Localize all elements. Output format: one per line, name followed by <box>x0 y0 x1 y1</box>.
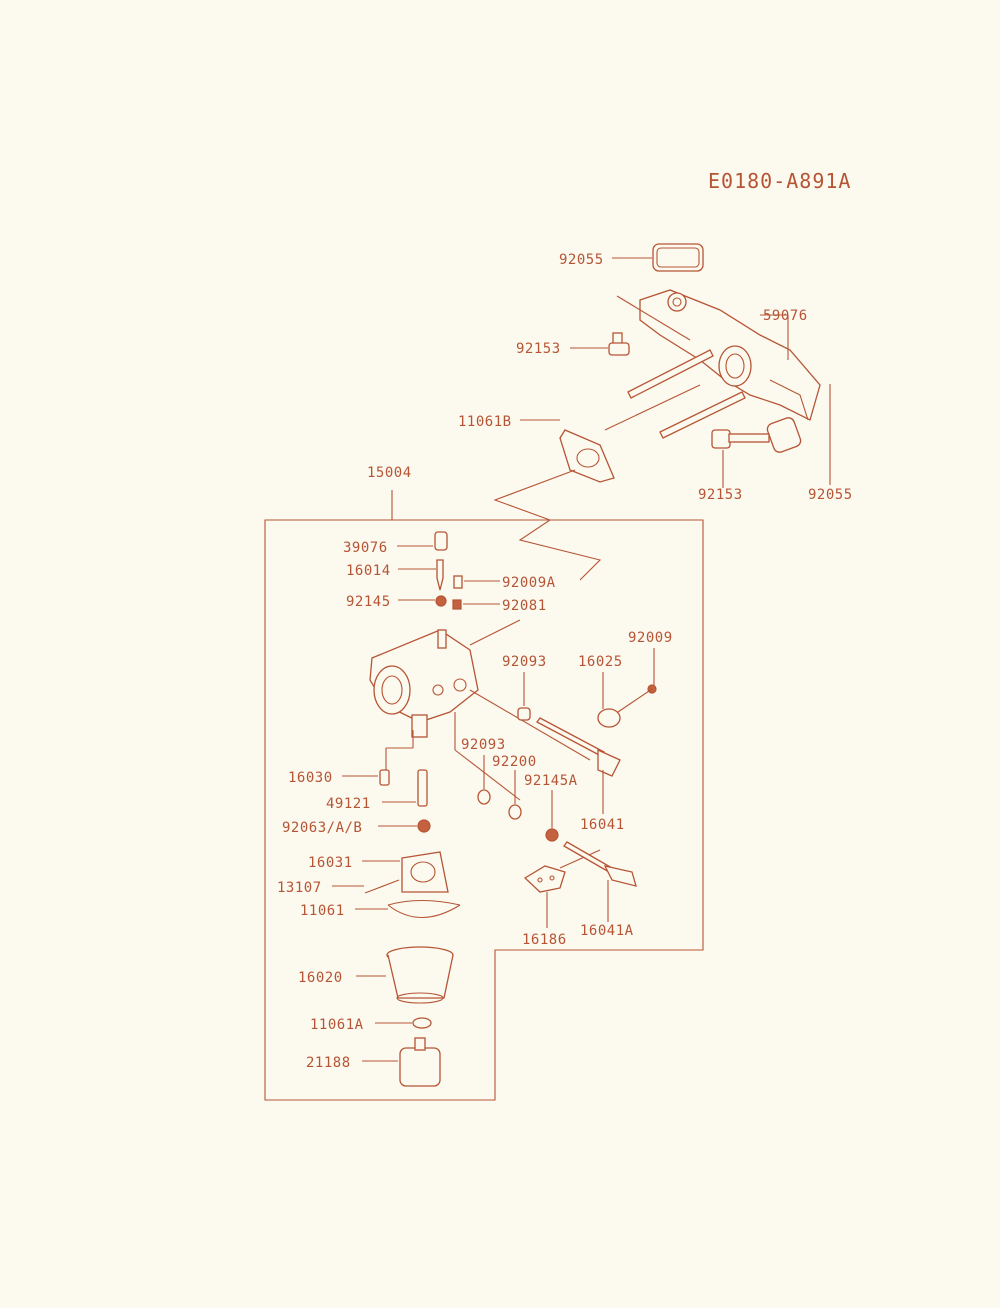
part-92153-bolt-top[interactable] <box>608 332 630 356</box>
label-16041A: 16041A <box>580 923 634 939</box>
part-stud-upper <box>627 349 714 399</box>
label-92153-top: 92153 <box>516 341 561 357</box>
part-16030-pin[interactable] <box>379 769 390 786</box>
label-92009: 92009 <box>628 630 673 646</box>
label-11061B: 11061B <box>458 414 512 430</box>
label-11061A: 11061A <box>310 1017 364 1033</box>
part-16186-plate[interactable] <box>523 865 566 893</box>
part-92153-bolt-bottom[interactable] <box>711 429 770 449</box>
label-92055-top: 92055 <box>559 252 604 268</box>
label-92145: 92145 <box>346 594 391 610</box>
assembly-boundary <box>264 519 704 1101</box>
part-49121-jet[interactable] <box>417 769 428 807</box>
label-16020: 16020 <box>298 970 343 986</box>
part-92093-seal-a[interactable] <box>517 707 531 721</box>
label-21188: 21188 <box>306 1055 351 1071</box>
label-92063AB: 92063/A/B <box>282 820 362 836</box>
label-92153-bottom: 92153 <box>698 487 743 503</box>
label-16031: 16031 <box>308 855 353 871</box>
label-92093-a: 92093 <box>502 654 547 670</box>
part-21188-solenoid[interactable] <box>399 1037 441 1087</box>
label-39076: 39076 <box>343 540 388 556</box>
label-16025: 16025 <box>578 654 623 670</box>
part-39076-plug[interactable] <box>434 531 448 551</box>
label-92081: 92081 <box>502 598 547 614</box>
label-92093-b: 92093 <box>461 737 506 753</box>
part-92200-washer[interactable] <box>508 804 522 820</box>
label-16030: 16030 <box>288 770 333 786</box>
label-16041: 16041 <box>580 817 625 833</box>
label-92009A: 92009A <box>502 575 556 591</box>
part-92145-ball[interactable] <box>435 595 447 607</box>
label-92145A: 92145A <box>524 773 578 789</box>
part-16031-float[interactable] <box>401 851 449 893</box>
label-16014: 16014 <box>346 563 391 579</box>
part-92093-seal-b[interactable] <box>477 789 491 805</box>
part-92145A-ball[interactable] <box>545 828 559 842</box>
part-92009A-screw[interactable] <box>453 575 463 589</box>
part-11061A-washer[interactable] <box>412 1017 432 1029</box>
part-11061B-gasket[interactable] <box>559 429 615 483</box>
part-stud-lower <box>659 391 746 439</box>
part-16020-float-bowl[interactable] <box>386 946 454 1004</box>
label-92055-right: 92055 <box>808 487 853 503</box>
part-13107-pin[interactable] <box>364 879 400 894</box>
part-16041-throttle-shaft[interactable] <box>536 717 621 777</box>
diagram-code: E0180-A891A <box>708 169 851 193</box>
label-49121: 49121 <box>326 796 371 812</box>
label-16186: 16186 <box>522 932 567 948</box>
label-11061: 11061 <box>300 903 345 919</box>
part-59076-manifold[interactable] <box>639 289 821 454</box>
label-13107: 13107 <box>277 880 322 896</box>
label-92200: 92200 <box>492 754 537 770</box>
label-59076: 59076 <box>763 308 808 324</box>
part-16025-valve[interactable] <box>597 708 621 728</box>
part-92055-gasket-top[interactable] <box>652 243 704 272</box>
part-16014-needle[interactable] <box>436 559 444 591</box>
label-15004: 15004 <box>367 465 412 481</box>
part-carburetor-body[interactable] <box>369 629 479 738</box>
part-92081-spring[interactable] <box>452 599 462 610</box>
part-11061-oring[interactable] <box>387 900 461 919</box>
part-92063AB-plug[interactable] <box>417 819 431 833</box>
part-16041A-choke-shaft[interactable] <box>563 841 637 887</box>
